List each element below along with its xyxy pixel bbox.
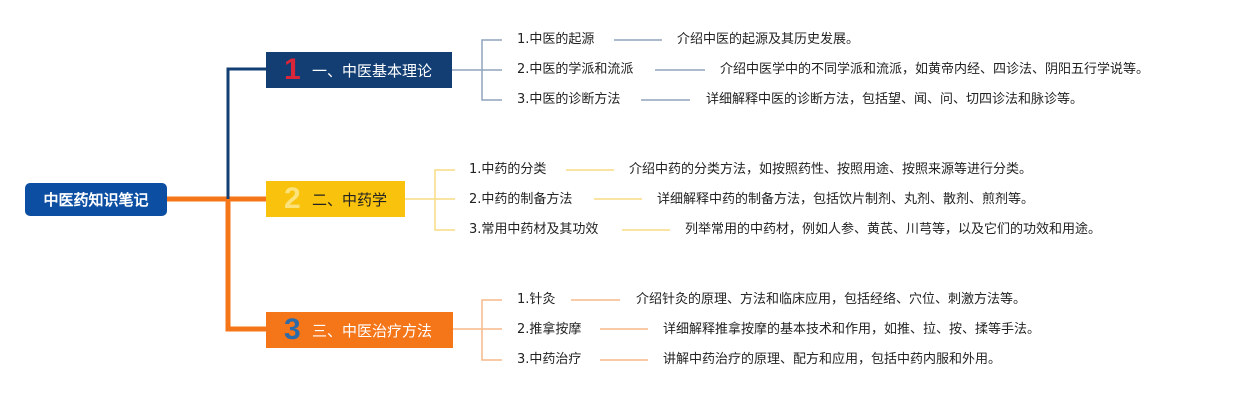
topic-description: 详细解释推拿按摩的基本技术和作用，如推、拉、按、揉等手法。 [663, 322, 1041, 337]
branch-node-1[interactable]: 1 一、中医基本理论 [266, 52, 452, 88]
root-node[interactable]: 中医药知识笔记 [25, 183, 167, 216]
topic-description: 介绍中医的起源及其历史发展。 [677, 32, 860, 47]
branch-node-3[interactable]: 3 三、中医治疗方法 [266, 312, 453, 348]
branch-node-2[interactable]: 2 二、中药学 [266, 181, 405, 217]
topic-title[interactable]: 1.中医的起源 [517, 32, 595, 47]
branch-number-1: 1 [284, 53, 301, 86]
topic-description: 详细解释中药的制备方法，包括饮片制剂、丸剂、散剂、煎剂等。 [657, 192, 1035, 207]
root-label: 中医药知识笔记 [43, 191, 149, 209]
branch2-bracket [434, 169, 455, 231]
topic-title[interactable]: 3.中药治疗 [517, 352, 582, 367]
topic-description: 介绍针灸的原理、方法和临床应用，包括经络、穴位、刺激方法等。 [636, 292, 1027, 307]
root-connector-branch1 [226, 67, 266, 199]
branch-label-1: 一、中医基本理论 [312, 61, 433, 80]
branch3-bracket [481, 299, 502, 361]
topic-description: 介绍中药的分类方法，如按照药性、按照用途、按照来源等进行分类。 [629, 162, 1033, 177]
topic-description: 讲解中药治疗的原理、配方和应用，包括中药内服和外用。 [663, 352, 1002, 367]
branch-label-3: 三、中医治疗方法 [312, 321, 433, 340]
topic-title[interactable]: 1.针灸 [517, 292, 556, 307]
topic-description: 介绍中医学中的不同学派和流派，如黄帝内经、四诊法、阴阳五行学说等。 [720, 62, 1150, 77]
branch-label-2: 二、中药学 [312, 190, 388, 209]
topic-title[interactable]: 3.中医的诊断方法 [517, 92, 621, 107]
topic-description: 列举常用的中药材，例如人参、黄芪、川芎等，以及它们的功效和用途。 [685, 222, 1102, 237]
topic-title[interactable]: 2.中医的学派和流派 [517, 62, 634, 77]
branch-number-3: 3 [284, 313, 301, 346]
topic-title[interactable]: 1.中药的分类 [469, 162, 547, 177]
topic-title[interactable]: 2.推拿按摩 [517, 322, 582, 337]
root-connector-branch3 [225, 199, 266, 332]
topic-title[interactable]: 2.中药的制备方法 [469, 192, 573, 207]
branch-number-2: 2 [284, 182, 301, 215]
topic-description: 详细解释中医的诊断方法，包括望、闻、问、切四诊法和脉诊等。 [706, 92, 1084, 107]
topic-title[interactable]: 3.常用中药材及其功效 [469, 222, 599, 237]
